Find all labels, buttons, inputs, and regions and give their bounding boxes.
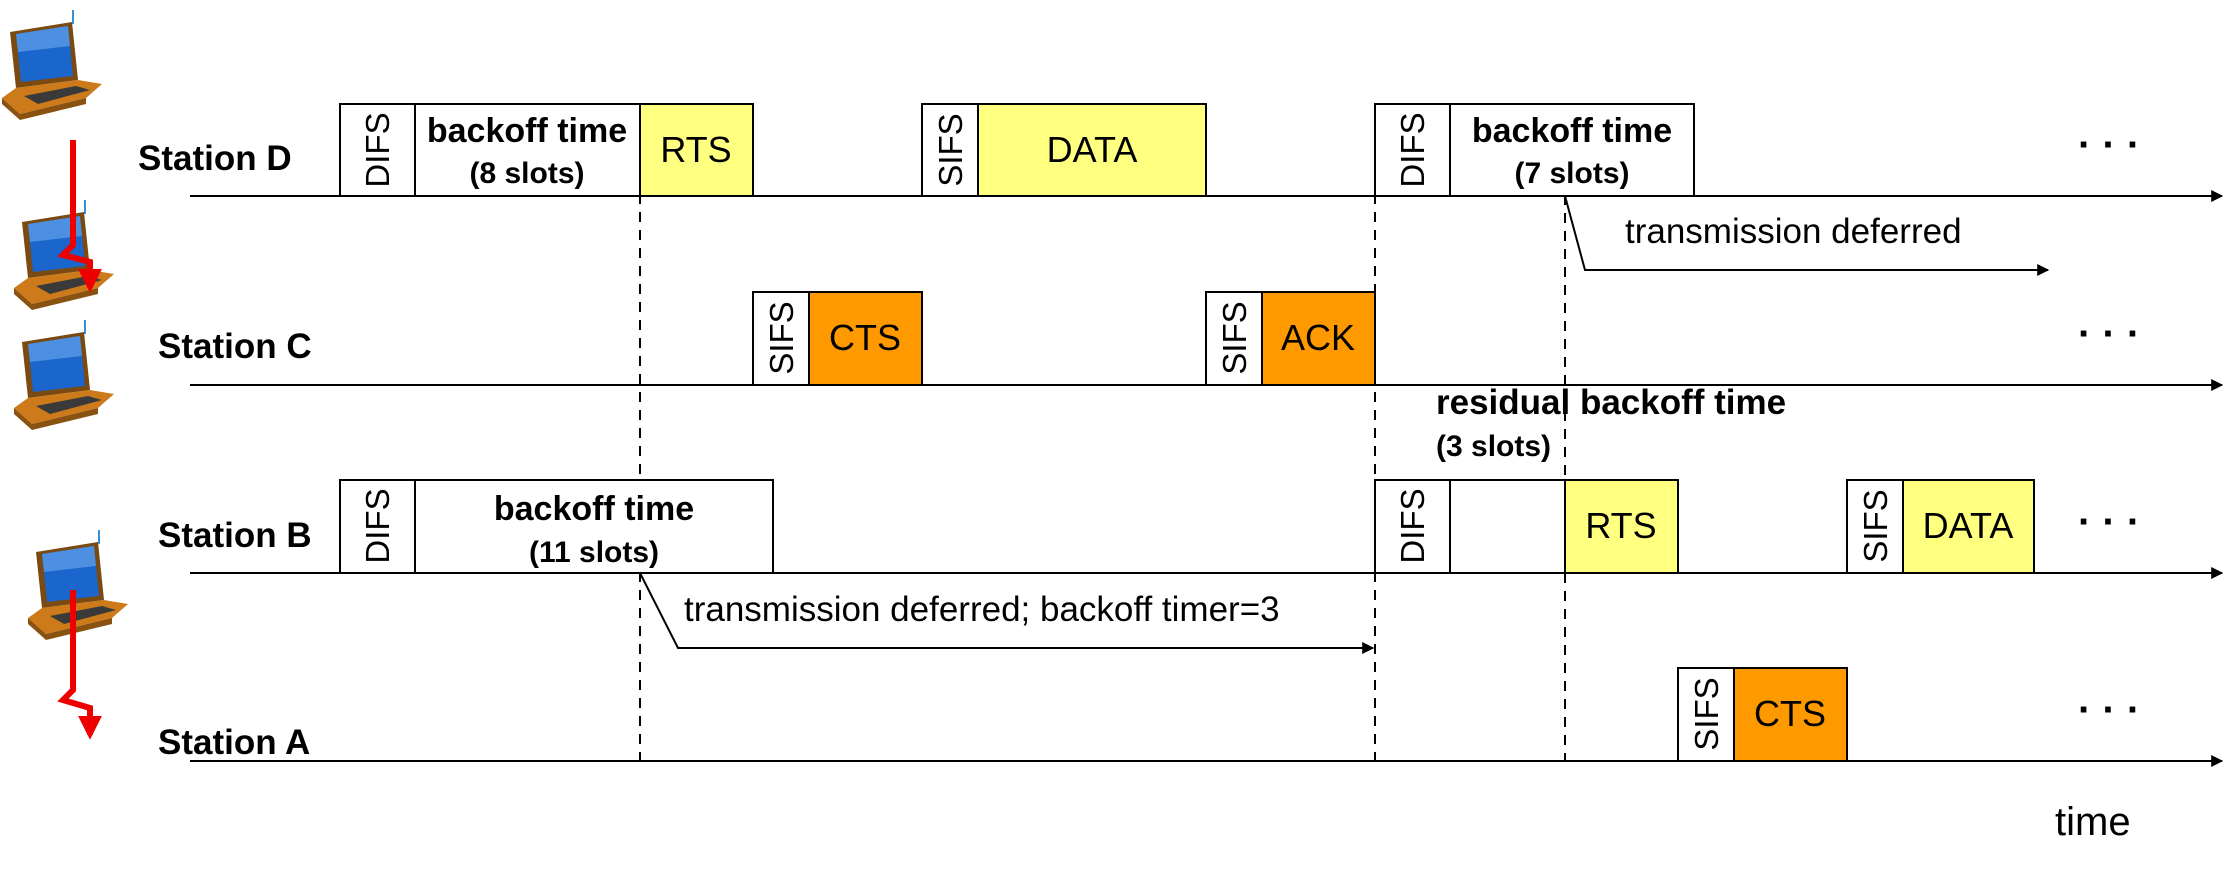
- laptop-icon: [28, 530, 128, 640]
- sifs-label: SIFS: [1688, 677, 1725, 750]
- difs-label: DIFS: [1394, 112, 1431, 187]
- difs-box: [339, 103, 416, 197]
- laptop-icon: [14, 320, 114, 430]
- signal-arrow: [57, 140, 102, 293]
- cts-label: CTS: [829, 317, 901, 358]
- data-label: DATA: [1923, 505, 2014, 546]
- backoff-slots: (11 slots): [529, 536, 659, 569]
- ellipsis: · · ·: [2078, 312, 2140, 356]
- difs-label: DIFS: [359, 112, 396, 187]
- rts-label: RTS: [660, 129, 731, 170]
- sifs-label: SIFS: [1216, 301, 1253, 374]
- backoff-box: [1449, 103, 1695, 197]
- data-label: DATA: [1047, 129, 1138, 170]
- ack-frame: [1261, 291, 1376, 386]
- ack-label: ACK: [1281, 317, 1355, 358]
- residual-backoff-box: [1449, 479, 1566, 574]
- ellipsis: · · ·: [2078, 123, 2140, 167]
- cts-frame: [1733, 667, 1848, 762]
- station-a-label: Station A: [158, 723, 310, 762]
- backoff-box: [414, 479, 774, 574]
- deferred-timer-note: transmission deferred; backoff timer=3: [684, 590, 1280, 629]
- rts-label: RTS: [1585, 505, 1656, 546]
- data-frame: [1902, 479, 2035, 574]
- sifs-label: SIFS: [763, 301, 800, 374]
- deferred-timer-arrow: [639, 572, 1375, 654]
- difs-label: DIFS: [1394, 488, 1431, 563]
- station-b-label: Station B: [158, 516, 312, 555]
- data-frame: [977, 103, 1207, 197]
- backoff-slots: (8 slots): [469, 157, 584, 190]
- cts-label: CTS: [1754, 693, 1826, 734]
- sifs-label: SIFS: [932, 113, 969, 186]
- difs-box: [339, 479, 416, 574]
- ellipsis: · · ·: [2078, 500, 2140, 544]
- rts-frame: [639, 103, 754, 197]
- backoff-label: backoff time: [494, 490, 694, 528]
- backoff-label: backoff time: [427, 112, 627, 150]
- station-c-label: Station C: [158, 327, 312, 366]
- deferred-arrow: [1564, 195, 2050, 276]
- laptop-icon: [2, 10, 102, 120]
- difs-label: DIFS: [359, 488, 396, 563]
- ellipsis: · · ·: [2078, 688, 2140, 732]
- sifs-box: [1677, 667, 1735, 762]
- cts-frame: [808, 291, 923, 386]
- backoff-label: backoff time: [1472, 112, 1672, 150]
- deferred-note: transmission deferred: [1625, 212, 1962, 251]
- residual-backoff-slots: (3 slots): [1436, 430, 1551, 463]
- sifs-label: SIFS: [1857, 489, 1894, 562]
- sifs-box: [921, 103, 979, 197]
- residual-backoff-label: residual backoff time: [1436, 383, 1786, 422]
- station-d-label: Station D: [138, 139, 292, 178]
- rts-frame: [1564, 479, 1679, 574]
- signal-arrow: [57, 590, 102, 740]
- sifs-box: [1205, 291, 1263, 386]
- time-axis-label: time: [2055, 800, 2131, 844]
- backoff-slots: (7 slots): [1514, 157, 1629, 190]
- backoff-box: [414, 103, 641, 197]
